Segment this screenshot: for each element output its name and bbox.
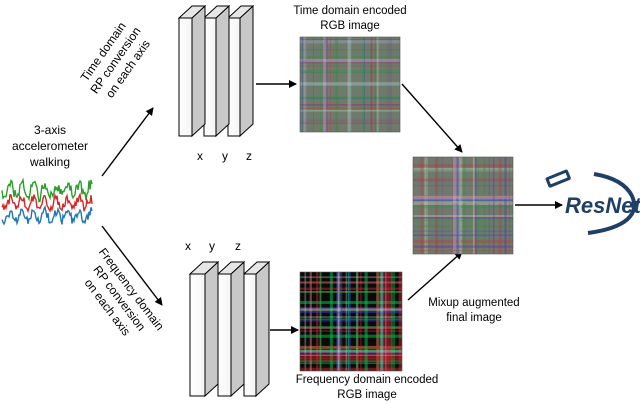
time-image-caption-line-1: Time domain encoded bbox=[293, 5, 406, 17]
input-label: 3-axis accelerometer walking bbox=[12, 123, 88, 169]
freq-panel-x bbox=[188, 260, 220, 398]
time-panel-z bbox=[226, 4, 255, 138]
accelerometer-signal-plot bbox=[1, 177, 93, 226]
resnet-logo: ResNet bbox=[545, 169, 640, 235]
time-rp-conversion-label: Time domain RP conversion on each axis bbox=[78, 19, 153, 100]
mixup-caption-line-1: Mixup augmented bbox=[428, 297, 519, 309]
arrow-input-to-freq bbox=[101, 225, 163, 306]
freq-panel-y bbox=[216, 260, 246, 398]
time-image-caption-line-2: RGB image bbox=[320, 20, 379, 32]
resnet-logo-text: ResNet bbox=[565, 193, 640, 218]
signal-line-blue bbox=[1, 204, 93, 226]
freq-image-caption-line-2: RGB image bbox=[337, 389, 396, 401]
time-axis-label-z: z bbox=[246, 149, 252, 163]
signal-line-red bbox=[1, 192, 93, 214]
freq-image-caption-line-1: Frequency domain encoded bbox=[296, 374, 439, 386]
freq-axis-label-x: x bbox=[185, 239, 191, 253]
freq-axis-label-y: y bbox=[209, 239, 215, 253]
time-panel-y bbox=[202, 4, 231, 138]
freq-rp-conversion-label: Frequency domain RP conversion on each a… bbox=[82, 245, 167, 338]
freq-domain-panels bbox=[188, 260, 271, 398]
arrow-freq-image-to-mixup bbox=[407, 251, 463, 301]
input-label-line-2: accelerometer bbox=[12, 139, 88, 153]
mixup-caption-line-2: final image bbox=[446, 312, 502, 324]
freq-panel-z bbox=[242, 260, 271, 398]
mixup-augmented-image bbox=[412, 156, 514, 255]
frequency-domain-encoded-image bbox=[299, 271, 403, 372]
signal-line-green bbox=[1, 177, 93, 203]
freq-axis-label-z: z bbox=[235, 239, 241, 253]
time-domain-encoded-image bbox=[299, 36, 401, 133]
time-axis-label-y: y bbox=[222, 149, 228, 163]
resnet-logo-swoosh bbox=[587, 172, 637, 235]
input-label-line-1: 3-axis bbox=[34, 123, 66, 137]
arrow-input-to-time bbox=[101, 107, 154, 177]
arrow-time-image-to-mixup bbox=[401, 83, 463, 153]
resnet-logo-plug-icon bbox=[545, 169, 571, 188]
input-label-line-3: walking bbox=[29, 155, 70, 169]
time-panel-x bbox=[177, 4, 207, 138]
time-axis-label-x: x bbox=[197, 149, 203, 163]
time-domain-panels bbox=[177, 4, 255, 138]
